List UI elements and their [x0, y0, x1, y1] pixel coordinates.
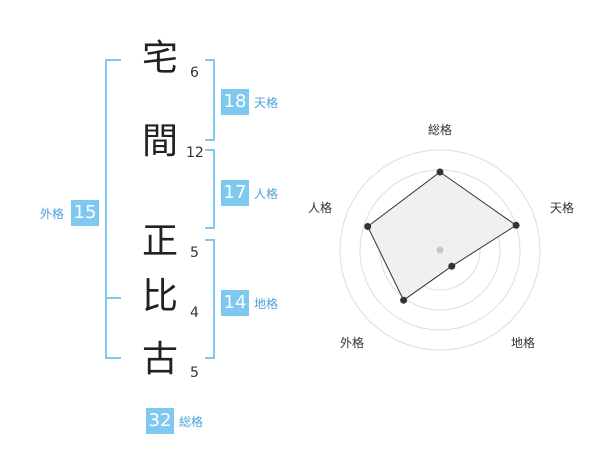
radar-label-chi: 地格	[511, 336, 536, 350]
radar-point	[512, 221, 520, 229]
jin-kaku-value: 17	[221, 180, 249, 206]
radar-label-gai: 外格	[340, 336, 365, 350]
stroke-count-3: 5	[190, 245, 199, 261]
name-char-5: 古	[141, 339, 178, 380]
stroke-count-4: 4	[190, 305, 199, 321]
stroke-count-5: 5	[190, 365, 199, 381]
radar-polygon	[367, 171, 518, 301]
gai-bracket	[105, 59, 121, 359]
sou-kaku-label: 総格	[179, 415, 204, 429]
chi-bracket	[205, 239, 215, 359]
radar-label-jin: 人格	[308, 201, 333, 215]
radar-point	[364, 223, 372, 230]
ten-kaku-label: 天格	[254, 96, 279, 110]
radar-chart	[339, 149, 541, 351]
radar-label-sou: 総格	[428, 123, 453, 137]
sou-kaku-value: 32	[146, 408, 174, 434]
radar-label-ten: 天格	[550, 201, 575, 215]
stroke-count-2: 12	[186, 145, 204, 161]
stroke-count-1: 6	[190, 65, 199, 81]
ten-bracket	[205, 59, 215, 141]
jin-bracket	[205, 149, 215, 229]
name-char-2: 間	[141, 121, 178, 162]
radar-ring	[339, 149, 541, 351]
gai-kaku-label: 外格	[40, 207, 65, 221]
name-char-1: 宅	[141, 38, 178, 79]
radar-center-dot	[436, 246, 444, 254]
radar-point	[448, 262, 456, 270]
chi-kaku-value: 14	[221, 290, 249, 316]
name-char-4: 比	[141, 276, 178, 317]
gai-kaku-value: 15	[71, 200, 99, 226]
name-char-3: 正	[141, 221, 178, 262]
ten-kaku-value: 18	[221, 89, 249, 115]
jin-kaku-label: 人格	[254, 187, 279, 201]
radar-point	[400, 296, 408, 304]
radar-point	[436, 168, 444, 176]
chi-kaku-label: 地格	[254, 297, 279, 311]
